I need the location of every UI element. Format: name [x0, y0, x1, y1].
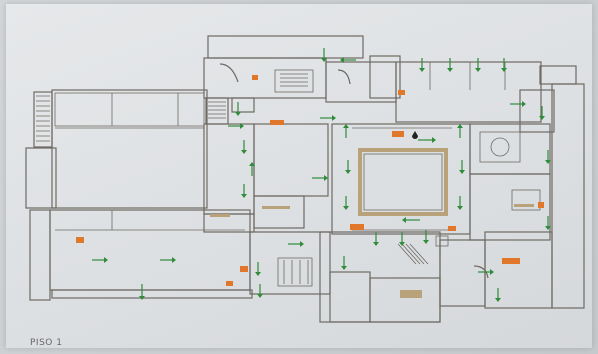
- fire-extinguisher-icon: [412, 131, 418, 139]
- stair-icon: [514, 204, 534, 207]
- exit-arrow-icon: [539, 106, 545, 120]
- right-upper-block: [395, 61, 585, 309]
- exit-arrow-icon: [241, 140, 247, 154]
- lower-central-block: [249, 231, 553, 323]
- exit-arrow-icon: [320, 115, 336, 121]
- emergency-sign-icon: [350, 224, 364, 230]
- exit-arrow-icon: [288, 241, 304, 247]
- emergency-sign-icon: [270, 120, 284, 125]
- exit-arrow-icon: [373, 232, 379, 246]
- stair-icon: [262, 206, 290, 209]
- emergency-sign-icon: [398, 90, 405, 95]
- exit-arrow-icon: [321, 48, 327, 62]
- exit-arrow-icon: [423, 230, 429, 244]
- exit-arrow-icon: [241, 184, 247, 198]
- left-wing: [25, 89, 253, 301]
- exit-arrow-icon: [255, 262, 261, 276]
- floor-plan-sheet: [6, 4, 592, 348]
- exit-arrow-icon: [418, 137, 436, 143]
- exit-arrow-icon: [160, 257, 176, 263]
- emergency-sign-icon: [226, 281, 233, 286]
- exit-arrow-icon: [545, 216, 551, 230]
- exit-arrow-icon: [228, 123, 244, 129]
- exit-arrow-icon: [478, 269, 494, 275]
- exit-arrow-icon: [447, 58, 453, 72]
- emergency-signs: [76, 75, 544, 286]
- exit-arrows-vertical: [139, 48, 551, 302]
- stair-icon: [210, 214, 230, 217]
- exit-arrow-icon: [545, 150, 551, 164]
- exit-arrow-icon: [340, 57, 356, 63]
- exit-arrow-icon: [341, 256, 347, 270]
- exit-arrow-icon: [312, 175, 328, 181]
- exit-arrow-icon: [92, 257, 108, 263]
- exit-arrow-icon: [399, 232, 405, 246]
- exit-arrow-icon: [343, 124, 349, 138]
- emergency-sign-icon: [448, 226, 456, 231]
- exit-arrows: [92, 57, 526, 275]
- exit-arrow-icon: [402, 217, 420, 223]
- exit-arrow-icon: [510, 101, 526, 107]
- exit-arrow-icon: [495, 288, 501, 302]
- exit-arrow-icon: [235, 102, 241, 116]
- emergency-sign-icon: [252, 75, 258, 80]
- emergency-sign-icon: [240, 266, 248, 272]
- floor-caption: PISO 1: [30, 338, 63, 348]
- exit-arrow-icon: [139, 284, 145, 300]
- exit-arrow-icon: [419, 58, 425, 72]
- emergency-sign-icon: [502, 258, 520, 264]
- exit-arrow-icon: [257, 284, 263, 298]
- courtyard: [331, 123, 471, 235]
- emergency-sign-icon: [76, 237, 84, 243]
- exit-arrow-icon: [249, 162, 255, 176]
- emergency-sign-icon: [538, 202, 544, 208]
- exit-arrow-icon: [345, 160, 351, 174]
- exit-arrow-icon: [501, 58, 507, 72]
- exit-arrow-icon: [459, 160, 465, 174]
- exit-arrow-icon: [457, 196, 463, 210]
- exit-arrow-icon: [475, 58, 481, 72]
- exit-arrow-icon: [343, 196, 349, 210]
- emergency-sign-icon: [392, 131, 404, 137]
- exit-arrow-icon: [457, 124, 463, 138]
